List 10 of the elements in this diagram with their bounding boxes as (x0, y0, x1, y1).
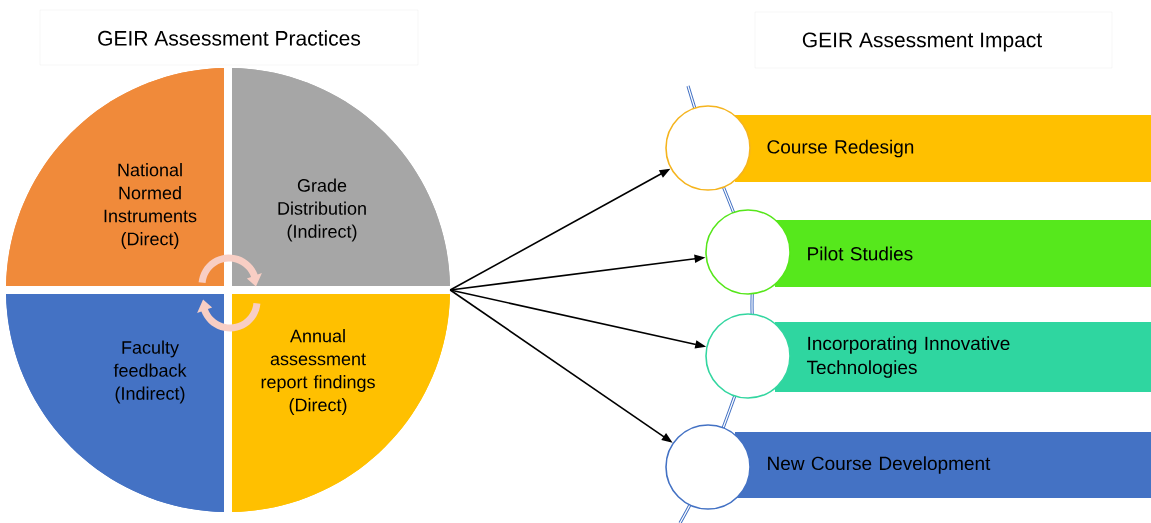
ring (705, 209, 791, 295)
heading-box: GEIR Assessment Practices (39, 9, 419, 66)
impact-bar: New Course Development (735, 432, 1151, 498)
ring (665, 424, 751, 510)
ring (705, 313, 791, 399)
impact-bar: Pilot Studies (775, 220, 1151, 287)
heading-box: GEIR Assessment Impact (754, 11, 1113, 69)
ring (665, 105, 751, 191)
impact-bar: Incorporating Innovative Technologies (775, 322, 1151, 392)
impact-bar: Course Redesign (735, 115, 1151, 182)
